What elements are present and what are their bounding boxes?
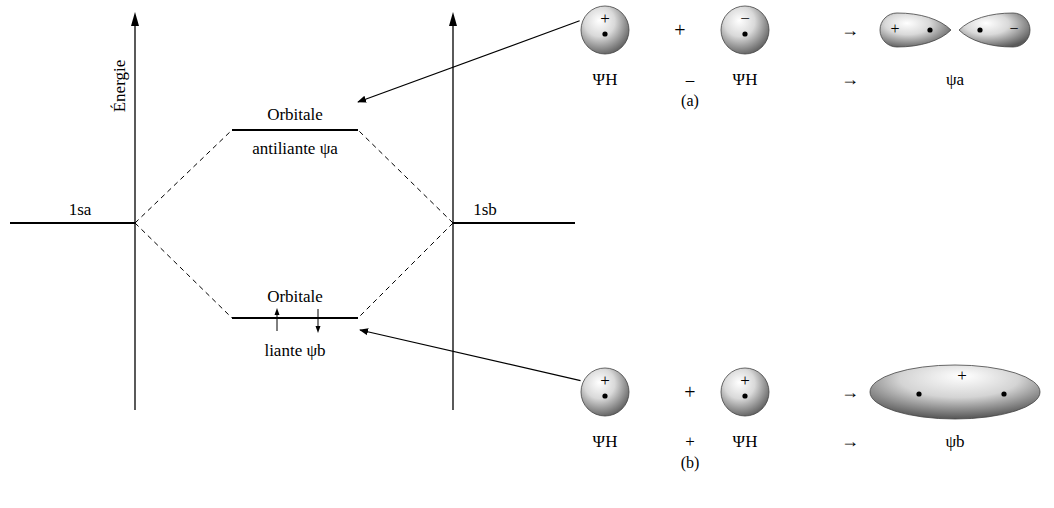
phase-sign: + [600, 372, 610, 389]
wavefunction-label: ΨH [593, 433, 618, 450]
phase-sign: − [1009, 21, 1018, 37]
level-label: 1sb [473, 201, 497, 218]
operator-sign: + [674, 20, 685, 40]
correlation-line [135, 130, 232, 223]
atomic-orbital: + [580, 5, 630, 55]
wavefunction-label: ΨH [733, 71, 758, 88]
level-label: 1sa [69, 201, 92, 218]
wavefunction-label: ψb [945, 433, 964, 450]
pointer-arrow [360, 330, 581, 381]
level-label: Orbitale [267, 288, 323, 305]
orbital-lobe: + [878, 12, 952, 48]
reaction-arrow: → [841, 432, 859, 450]
phase-sign: + [740, 372, 750, 389]
phase-sign: + [957, 367, 967, 384]
molecular-orbital-shape [869, 364, 1041, 420]
orbital-lobe: − [958, 12, 1032, 48]
energy-level: 1sb [453, 198, 575, 225]
phase-sign: + [890, 21, 899, 37]
panel-label: (a) [681, 93, 699, 109]
wavefunction-label: ΨH [733, 433, 758, 450]
orbital-lobe-shape [958, 12, 1032, 48]
energy-axis [131, 12, 139, 410]
wavefunction-label: ψa [946, 71, 964, 88]
axis-label: Énergie [111, 60, 128, 113]
phase-sign: − [740, 10, 750, 27]
atomic-orbital: + [580, 367, 630, 417]
wavefunction-label: ΨH [593, 71, 618, 88]
operator-sign: – [686, 71, 695, 88]
correlation-line [135, 223, 232, 318]
spin-arrow [316, 309, 321, 333]
operator-sign: + [685, 433, 695, 450]
pointer-arrow [358, 21, 580, 102]
reaction-arrow: → [841, 21, 859, 39]
energy-level-shape [453, 198, 575, 225]
reaction-arrow: → [841, 70, 859, 88]
energy-level: Orbitale liante ψb [232, 284, 358, 360]
spin-arrow [275, 308, 280, 331]
energy-level: Orbitale antiliante ψa [232, 102, 358, 160]
panel-label: (b) [681, 455, 700, 471]
level-label: antiliante ψa [252, 140, 338, 157]
atomic-orbital: + [720, 367, 770, 417]
correlation-line [358, 130, 453, 223]
correlation-line [358, 223, 453, 318]
level-label: Orbitale [267, 106, 323, 123]
level-label: liante ψb [264, 342, 325, 359]
molecular-orbital: + [869, 364, 1041, 420]
phase-sign: + [600, 10, 610, 27]
atomic-orbital: − [720, 5, 770, 55]
reaction-arrow: → [841, 383, 859, 401]
energy-level: 1sa [10, 198, 135, 225]
operator-sign: + [684, 382, 695, 402]
orbital-lobe-shape [878, 12, 952, 48]
